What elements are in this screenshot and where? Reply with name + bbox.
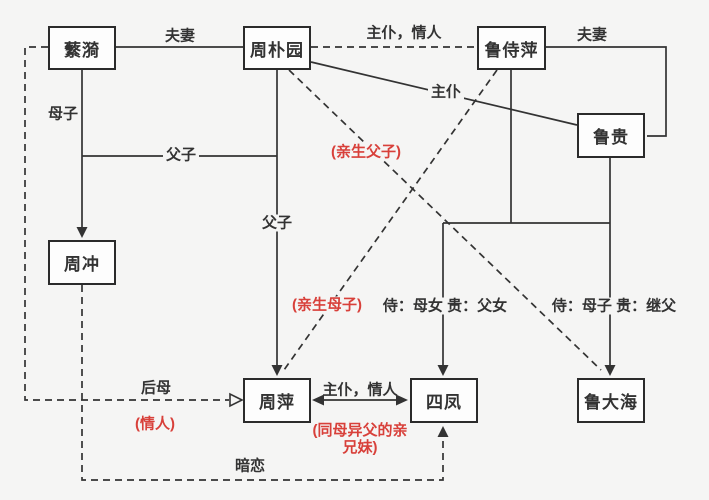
- edge-label-fuzi-zhouchong: 父子: [162, 146, 200, 164]
- edge-label-tongmu-yifu: (同母异父的亲 兄妹): [313, 422, 408, 456]
- edge-label-anlian: 暗恋: [234, 457, 266, 475]
- edge-label-fuqi-right: 夫妻: [576, 26, 608, 44]
- node-zhouping-label: 周萍: [259, 393, 295, 412]
- edge-label-tongmu-line2: 兄妹): [342, 439, 378, 456]
- edge-label-shi-munv-gui-funv: 侍：母女 贵：父女: [379, 297, 511, 315]
- arrowhead-into-sifeng-bottom: [437, 426, 449, 437]
- edge-label-qinsheng-fuzi: (亲生父子): [328, 143, 404, 161]
- node-zhoupuyuan-label: 周朴园: [250, 40, 304, 60]
- arrowhead-into-zhouping-top: [271, 365, 283, 376]
- edge-zhoupuyuan-ludahai-dashed: [288, 69, 602, 371]
- arrowhead-into-zhouping-right: [312, 394, 324, 406]
- edge-label-muzi: 母子: [47, 105, 79, 123]
- edge-label-fuzi-zhouping: 父子: [258, 214, 296, 232]
- edge-label-zhupu: 主仆: [427, 83, 465, 101]
- edge-fanyi-zhouping-dashed: [24, 46, 229, 401]
- node-sifeng: 四凤: [410, 378, 478, 423]
- edge-zhouchong-sifeng-dashed: [81, 285, 444, 481]
- node-fanyi-label: 蘩漪: [64, 40, 100, 60]
- edge-lushiping-lugui-line: [546, 46, 667, 137]
- edge-label-fuqi-left: 夫妻: [164, 27, 196, 45]
- node-lugui-label: 鲁贵: [593, 128, 629, 147]
- edge-label-qinsheng-muzi: (亲生母子): [289, 296, 365, 314]
- node-lugui: 鲁贵: [577, 113, 645, 158]
- edge-label-qingren: (情人): [135, 415, 175, 433]
- node-sifeng-label: 四凤: [426, 393, 462, 412]
- edge-lushiping-zhouping-dashed: [283, 69, 498, 371]
- edge-label-tongmu-line1: (同母异父的亲: [312, 422, 408, 439]
- node-ludahai-label: 鲁大海: [584, 393, 638, 412]
- node-zhouchong-label: 周冲: [64, 255, 100, 274]
- node-lushiping-label: 鲁侍萍: [484, 40, 539, 60]
- arrowhead-into-zhouchong: [76, 227, 88, 238]
- hollow-arrowhead-into-zhouping-left: [229, 392, 244, 408]
- arrowhead-into-ludahai-top: [604, 365, 616, 376]
- node-zhouchong: 周冲: [48, 240, 116, 285]
- node-fanyi: 蘩漪: [48, 26, 116, 70]
- edge-label-houmu: 后母: [140, 379, 172, 397]
- edge-label-shi-muzi-gui-jifu: 侍：母子 贵：继父: [548, 297, 680, 315]
- node-zhouping: 周萍: [243, 378, 311, 423]
- edge-label-zhupu-qingren-top: 主仆，情人: [366, 24, 442, 42]
- node-lushiping: 鲁侍萍: [477, 26, 546, 70]
- edge-label-zhupu-qingren-bottom: 主仆，情人: [322, 381, 398, 399]
- arrowhead-into-sifeng-left: [396, 394, 408, 406]
- node-zhoupuyuan: 周朴园: [243, 26, 311, 70]
- arrowhead-into-sifeng-top: [437, 365, 449, 376]
- node-ludahai: 鲁大海: [577, 378, 645, 423]
